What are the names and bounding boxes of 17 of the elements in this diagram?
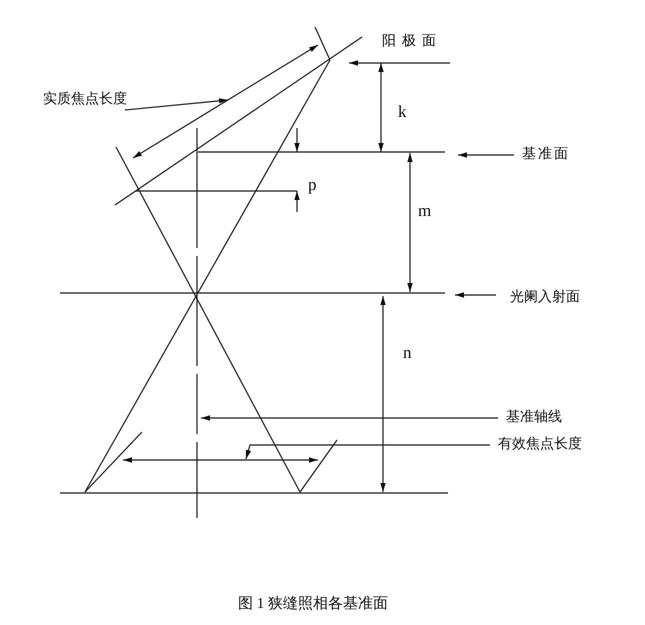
callout-text: 基准轴线 [506, 410, 562, 426]
figure-caption: 图 1 狭缝照相各基准面 [238, 596, 388, 612]
callout-text: 光阑入射面 [510, 290, 580, 306]
dimension-label: n [403, 344, 412, 362]
leader-line [124, 98, 228, 111]
leader-line [458, 152, 514, 158]
leader-line [201, 415, 498, 421]
callout-text: 阳极面 [382, 34, 442, 50]
dimension-label: p [308, 176, 316, 194]
leader-line [245, 444, 490, 460]
dimension-label: m [418, 202, 432, 220]
dimension-label: k [398, 103, 406, 121]
leader-line [349, 60, 450, 66]
callout-text: 有效焦点长度 [498, 437, 582, 453]
callout-text: 基准面 [522, 147, 570, 163]
callout-text: 实质焦点长度 [43, 92, 127, 108]
leader-line [455, 292, 496, 298]
